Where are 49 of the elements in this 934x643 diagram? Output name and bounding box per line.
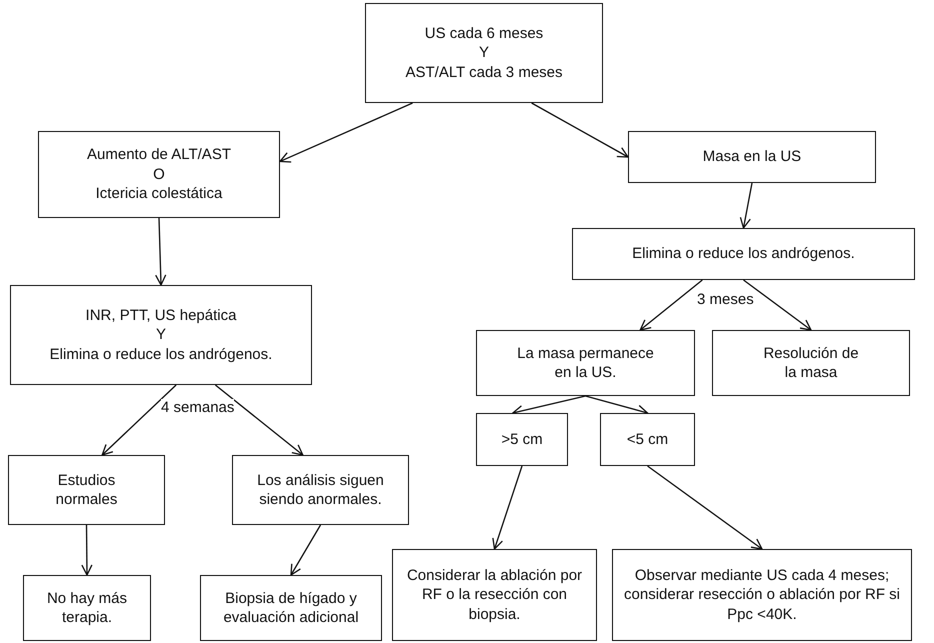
box-text: O <box>153 164 165 184</box>
box-text: Elimina o reduce los andrógenos. <box>50 344 272 364</box>
arrow <box>647 465 763 550</box>
box-text: US cada 6 meses <box>424 24 544 44</box>
arrow <box>743 279 812 331</box>
process-box <box>600 413 695 466</box>
arrow <box>279 102 413 163</box>
arrow <box>155 218 166 286</box>
process-box <box>38 131 280 218</box>
arrow <box>102 384 177 456</box>
box-text: Elimina o reduce los andrógenos. <box>632 244 855 264</box>
process-box <box>8 455 165 525</box>
process-box <box>476 330 695 396</box>
process-box <box>23 575 151 641</box>
arrow <box>585 395 648 416</box>
process-box <box>612 549 912 641</box>
box-text: Y <box>156 325 166 345</box>
process-box <box>365 3 603 103</box>
box-text: Considerar la ablación por RF o la resección con biopsia. <box>406 566 584 624</box>
arrow <box>492 466 523 550</box>
process-box <box>10 285 312 385</box>
arrow <box>290 524 322 576</box>
box-text: Biopsia de hígado y evaluación adicional <box>222 588 360 628</box>
box-text: Aumento de ALT/AST <box>87 145 231 165</box>
box-text: <5 cm <box>626 430 668 450</box>
process-box <box>232 455 409 525</box>
process-box <box>476 413 568 466</box>
arrow <box>640 280 703 331</box>
box-text: INR, PTT, US hepática <box>86 306 236 326</box>
box-text: La masa permanece en la US. <box>516 344 655 382</box>
process-box <box>712 330 910 396</box>
box-text: Masa en la US <box>702 147 802 167</box>
process-box <box>392 549 597 641</box>
process-box <box>200 575 382 641</box>
arrow <box>214 384 304 456</box>
box-text: Los análisis siguen siendo anormales. <box>256 470 385 510</box>
process-box <box>572 228 915 280</box>
arrow <box>740 182 753 229</box>
arrow <box>81 525 93 576</box>
box-text: AST/ALT cada 3 meses <box>405 62 563 82</box>
box-text: Estudios normales <box>54 470 118 510</box>
process-box <box>628 131 876 183</box>
box-text: No hay más terapia. <box>46 588 128 628</box>
box-text: Resolución de la masa <box>762 344 860 382</box>
box-text: Ictericia colestática <box>96 184 222 204</box>
box-text: >5 cm <box>501 430 543 450</box>
box-text: Observar mediante US cada 4 meses; considerar resección o ablación por RF si Ppc <40K. <box>623 566 901 624</box>
arrow <box>531 102 629 158</box>
box-text: Y <box>478 43 489 63</box>
